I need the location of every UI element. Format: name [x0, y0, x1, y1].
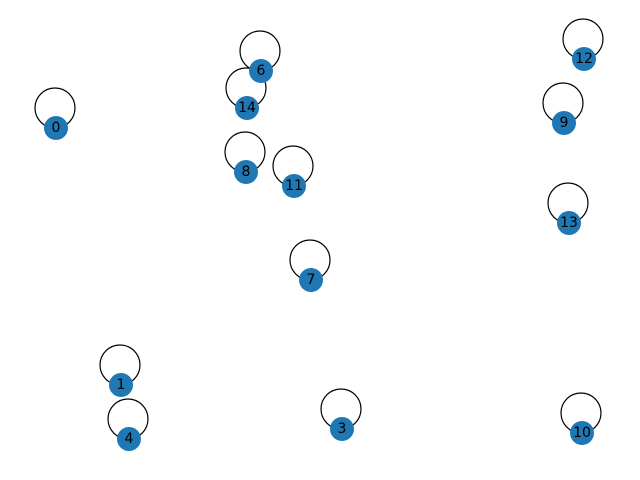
node-circle-1 [109, 373, 133, 397]
node-8: 8 [234, 160, 258, 184]
node-circle-9 [552, 111, 576, 135]
node-3: 3 [330, 417, 354, 441]
node-label-9: 9 [560, 115, 569, 131]
node-label-6: 6 [257, 63, 266, 79]
node-10: 10 [570, 421, 594, 445]
node-7: 7 [299, 268, 323, 292]
node-label-13: 13 [560, 215, 578, 231]
node-label-7: 7 [307, 272, 316, 288]
node-12: 12 [572, 47, 596, 71]
node-label-3: 3 [338, 421, 347, 437]
node-circle-10 [570, 421, 594, 445]
node-circle-14 [235, 96, 259, 120]
node-label-10: 10 [573, 425, 591, 441]
node-circle-12 [572, 47, 596, 71]
node-label-1: 1 [117, 377, 126, 393]
node-circle-6 [249, 59, 273, 83]
node-circle-4 [117, 427, 141, 451]
node-9: 9 [552, 111, 576, 135]
node-14: 14 [235, 96, 259, 120]
node-label-12: 12 [575, 51, 593, 67]
node-circle-13 [557, 211, 581, 235]
node-13: 13 [557, 211, 581, 235]
node-label-4: 4 [125, 431, 134, 447]
node-0: 0 [44, 116, 68, 140]
node-1: 1 [109, 373, 133, 397]
node-label-11: 11 [285, 178, 303, 194]
node-label-14: 14 [238, 100, 256, 116]
node-circle-7 [299, 268, 323, 292]
node-label-8: 8 [242, 164, 251, 180]
node-circle-8 [234, 160, 258, 184]
node-11: 11 [282, 174, 306, 198]
node-4: 4 [117, 427, 141, 451]
node-circle-11 [282, 174, 306, 198]
node-label-0: 0 [52, 120, 61, 136]
node-6: 6 [249, 59, 273, 83]
node-circle-3 [330, 417, 354, 441]
node-circle-0 [44, 116, 68, 140]
